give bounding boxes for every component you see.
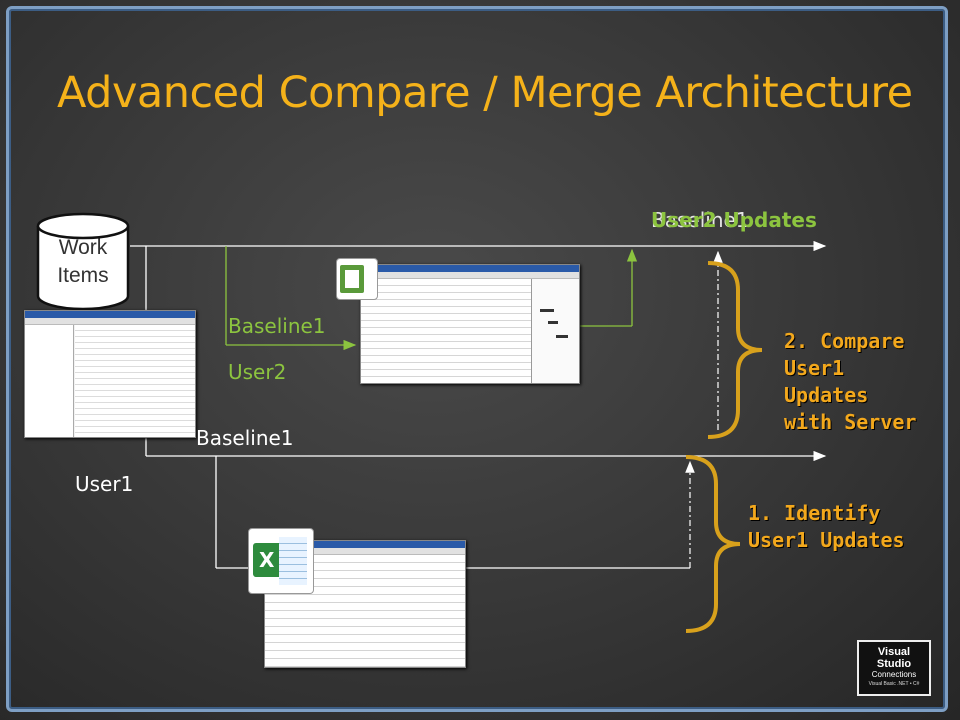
excel-icon: X (248, 528, 314, 594)
user1-label: User1 (75, 472, 134, 496)
compare-brace (707, 261, 763, 439)
compare-callout: 2. Compare User1 Updates with Server (784, 329, 917, 434)
team-explorer-screenshot (24, 310, 196, 438)
visual-studio-logo: Visual Studio Connections Visual Basic .… (857, 640, 931, 696)
user2-label: User2 (228, 360, 287, 384)
database-icon (36, 212, 130, 311)
project-icon (336, 258, 378, 300)
slide-frame (6, 6, 948, 712)
baseline1-server-label: Baseline1 (651, 208, 749, 232)
slide-title: Advanced Compare / Merge Architecture (57, 68, 913, 118)
project-screenshot (360, 264, 580, 384)
work-items-label: Work Items (57, 236, 109, 287)
identify-brace (685, 455, 741, 633)
baseline1-user1-label: Baseline1 (196, 426, 294, 450)
baseline1-user2-label: Baseline1 (228, 314, 326, 338)
identify-callout: 1. Identify User1 Updates (748, 501, 905, 552)
user2-updates-label: User2 Updates (651, 208, 817, 232)
